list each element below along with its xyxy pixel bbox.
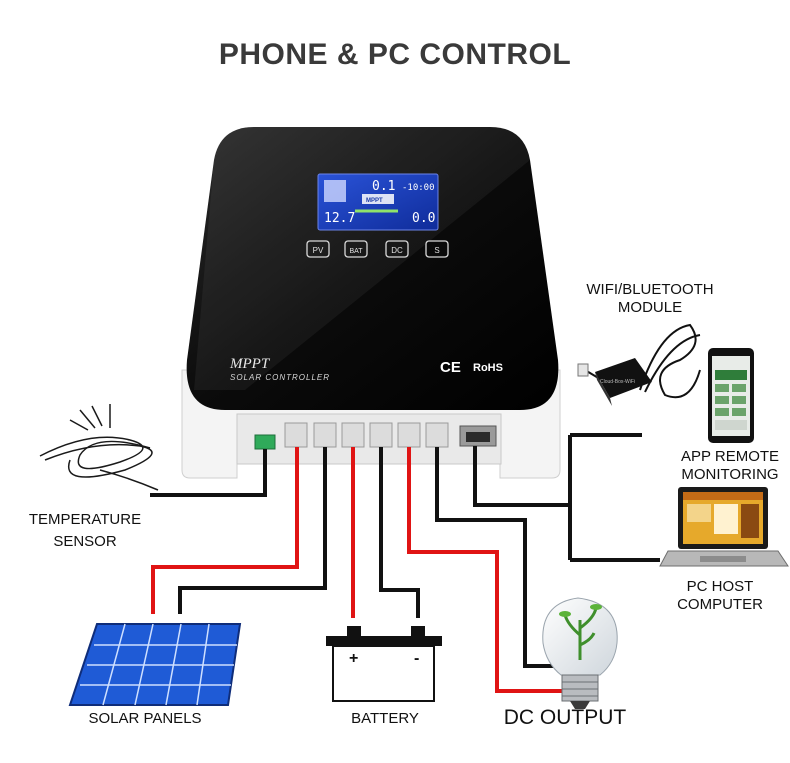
gloss-reflection (194, 127, 530, 390)
lcd-brand: MPPT (366, 198, 383, 204)
port-panel (236, 413, 502, 465)
dc-positive-wire (407, 447, 562, 693)
temperature-sensor-label-line1: TEMPERATURE (28, 511, 142, 528)
temperature-sensor-label: TEMPERATURE SENSOR (10, 511, 160, 551)
button-s[interactable]: S (425, 240, 449, 258)
controller-subtitle: SOLAR CONTROLLER (230, 373, 330, 382)
battery-negative-wire (379, 447, 420, 618)
controller-brand: MPPT (229, 356, 271, 372)
battery-label: BATTERY (351, 710, 419, 727)
solar-controller: 0.1 -10:00 MPPT 12.7 0.0 PV BAT DC S MPP… (181, 127, 561, 479)
light-bulb (542, 597, 618, 709)
app-remote-label-line1: APP REMOTE (680, 448, 780, 465)
lcd-load: 0.0 (412, 211, 435, 226)
controller-top (186, 127, 559, 410)
button-dc[interactable]: DC (385, 240, 409, 258)
solar-panel (68, 623, 242, 706)
lcd-voltage: 12.7 (324, 211, 355, 226)
page-title: PHONE & PC CONTROL (218, 38, 572, 71)
temp-sensor-port (254, 434, 276, 450)
solar-positive-wire (151, 447, 299, 614)
app-remote-label-line2: MONITORING (681, 466, 779, 483)
button-s-label: S (434, 246, 439, 255)
solar-panels-label: SOLAR PANELS (88, 710, 202, 727)
button-bat[interactable]: BAT (344, 240, 368, 258)
pc-host-label-line2: COMPUTER (677, 596, 763, 613)
pc-host-label-line1: PC HOST (686, 578, 754, 595)
lcd-time: -10:00 (402, 183, 435, 193)
temp-sensor-wire (150, 449, 267, 497)
wifi-module-label-line1: WIFI/BLUETOOTH (586, 281, 714, 298)
button-dc-label: DC (391, 246, 403, 255)
button-bat-label: BAT (349, 248, 363, 255)
smartphone (708, 348, 754, 443)
pc-host-label: PC HOST COMPUTER (660, 578, 780, 614)
wires (150, 433, 660, 693)
temperature-sensor-cable (39, 404, 159, 491)
wifi-module-label-line2: MODULE (617, 299, 683, 316)
wifi-module-device-label: Cloud-Box-WiFi (600, 379, 635, 385)
ce-mark: CE (440, 359, 461, 376)
dc-output-label: DC OUTPUT (503, 706, 627, 729)
lcd-reading-top: 0.1 (372, 179, 395, 194)
terminal-ports (284, 422, 449, 448)
lcd-screen (317, 173, 439, 231)
button-pv[interactable]: PV (306, 240, 330, 258)
laptop (659, 487, 789, 567)
battery (326, 626, 442, 702)
wifi-module-label: WIFI/BLUETOOTH MODULE (570, 281, 730, 317)
rohs-mark: RoHS (473, 362, 503, 374)
battery-positive: + (349, 650, 358, 667)
app-remote-label: APP REMOTE MONITORING (670, 448, 790, 484)
button-pv-label: PV (313, 246, 324, 255)
dc-negative-wire (435, 447, 562, 668)
battery-negative: - (414, 650, 419, 667)
comm-wire (473, 446, 570, 507)
wifi-module (577, 323, 701, 406)
solar-negative-wire (178, 447, 327, 614)
temperature-sensor-label-line2: SENSOR (53, 533, 117, 550)
